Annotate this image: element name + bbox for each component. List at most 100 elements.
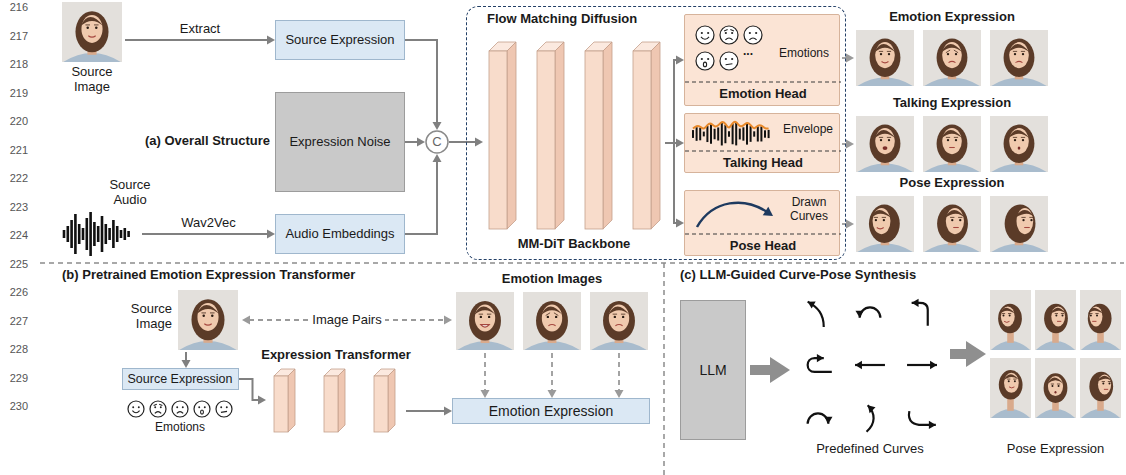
curve-head	[808, 301, 816, 308]
connector-line	[405, 141, 418, 143]
waveform-bar	[112, 220, 115, 248]
mouth	[615, 324, 622, 325]
fringe	[874, 44, 895, 53]
waveform-bar	[86, 218, 89, 250]
fringe	[197, 305, 220, 314]
panel-title: (a) Overall Structure	[96, 134, 270, 149]
emoji-eye	[731, 58, 733, 60]
connector	[481, 353, 624, 398]
waveform-bar	[82, 228, 85, 240]
waveform-bar	[63, 230, 66, 238]
portrait-ground	[1035, 358, 1076, 418]
eye	[1090, 315, 1092, 317]
eyebrow	[954, 137, 958, 138]
mouth	[481, 325, 490, 327]
eye	[1008, 380, 1010, 382]
curve-stroke	[912, 303, 928, 326]
emoji-eye	[701, 32, 703, 34]
eye	[875, 219, 877, 221]
eyebrow	[946, 137, 950, 138]
eye	[622, 316, 624, 318]
connector	[405, 154, 442, 234]
eyebrow	[1089, 313, 1092, 314]
emoji-mouth	[725, 38, 732, 40]
eye	[955, 139, 957, 141]
portrait	[1080, 358, 1121, 418]
transformer-block	[585, 42, 612, 229]
curve-head	[912, 299, 919, 307]
emoji-eye	[176, 406, 178, 408]
waveform-bar	[74, 214, 77, 254]
node-label: Pose Head	[685, 239, 841, 254]
arrow-head	[676, 56, 684, 65]
hair	[1088, 304, 1112, 334]
node-art	[856, 116, 1048, 172]
emoji-face	[128, 401, 144, 417]
curve-head	[856, 311, 864, 318]
node-label: Source Audio	[104, 178, 156, 208]
line-number: 228	[0, 343, 28, 356]
waveform-bar	[706, 126, 708, 142]
face-skin	[1048, 376, 1063, 396]
waveform-bar	[753, 131, 755, 136]
eyebrow	[950, 217, 954, 218]
connector-line	[750, 365, 771, 375]
fringe	[81, 17, 104, 26]
node-art	[990, 290, 1121, 418]
emoji-icon	[150, 401, 166, 417]
emoji-face	[744, 26, 762, 44]
arrow-head	[417, 138, 425, 147]
arrow-head	[433, 154, 442, 162]
diffusion-frame: Flow Matching DiffusionMM-DiT BackboneEm…	[466, 6, 846, 260]
face-row: Emotion Images	[456, 292, 648, 350]
waveform-bar	[124, 228, 127, 240]
node-label: MM-DiT Backbone	[483, 237, 665, 252]
concat-ring	[426, 131, 448, 153]
fringe	[944, 210, 965, 219]
emoji-mouth	[221, 411, 227, 413]
node-art	[456, 292, 648, 350]
curve-symbol	[912, 299, 928, 326]
eye	[880, 139, 882, 141]
eyebrow	[879, 137, 883, 138]
eyebrow	[1055, 313, 1058, 314]
mouth	[1004, 321, 1009, 322]
waveform-bar	[710, 124, 712, 143]
backbone-stack: MM-DiT Backbone	[483, 29, 665, 255]
transformer-block	[489, 42, 516, 229]
emoji-eye	[707, 58, 709, 60]
hair	[536, 301, 568, 341]
eye	[1102, 383, 1104, 385]
waveform-bar	[724, 125, 726, 143]
emoji-face	[216, 401, 232, 417]
noise-box: Expression Noise	[275, 92, 405, 192]
arrow-head	[242, 316, 250, 325]
eyebrow	[546, 313, 550, 316]
emoji-eye	[731, 32, 733, 34]
emoji-eye	[226, 406, 228, 408]
node-label: Pose Expression	[980, 442, 1126, 457]
arrow-head	[676, 219, 684, 228]
connector-line	[405, 161, 437, 234]
waveform-bar	[768, 130, 770, 138]
hair	[1004, 125, 1035, 163]
mouth	[88, 36, 95, 37]
curve-symbol	[808, 413, 833, 423]
waveform-bar	[732, 124, 734, 145]
node-art	[178, 290, 238, 350]
arrow-head	[846, 54, 854, 63]
waveform-bar	[692, 130, 694, 138]
eyebrow	[1013, 379, 1016, 380]
eyebrow	[1095, 313, 1098, 314]
curve-symbol	[808, 301, 824, 327]
fringe	[608, 306, 630, 315]
connector	[950, 341, 986, 367]
eyebrow	[210, 312, 215, 313]
block-side	[388, 369, 395, 432]
portrait	[856, 196, 914, 252]
waveform-bar	[735, 123, 737, 146]
waveform-bar	[67, 226, 70, 242]
eyebrow	[1007, 379, 1010, 380]
curve-grid: Predefined Curves	[794, 290, 946, 440]
face-skin	[542, 305, 562, 332]
